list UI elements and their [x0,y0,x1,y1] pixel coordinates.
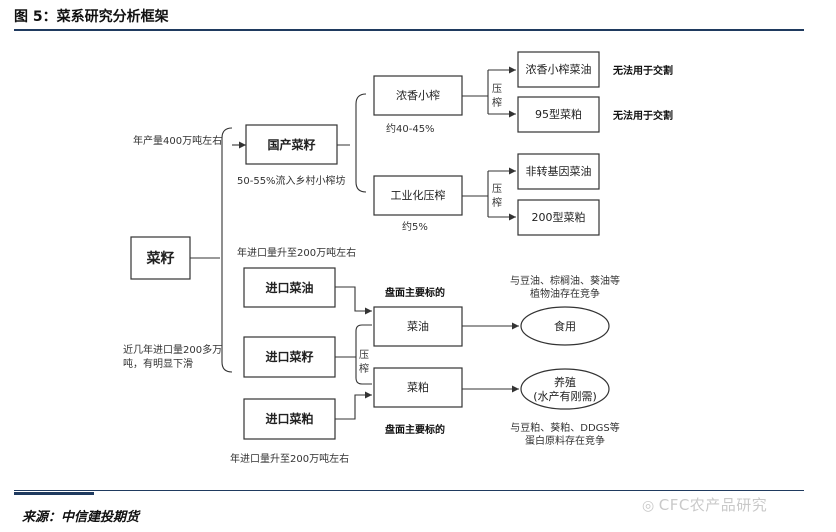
node-caizi-label: 菜籽 [146,250,175,267]
node-jinkou-caipo-label: 进口菜粕 [265,411,313,426]
label-annual-output: 年产量400万吨左右 [133,134,222,147]
label-compete-meal-2: 蛋白原料存在竞争 [525,434,605,447]
label-flow-rural: 50-55%流入乡村小榨坊 [237,174,346,187]
label-no-delivery-2: 无法用于交割 [612,109,673,122]
node-yangzhi: 养殖 (水产有刚需) [520,368,610,410]
node-caiyou: 菜油 [373,306,463,347]
node-nx-caiyou-label: 浓香小榨菜油 [526,62,592,76]
label-press-3: 压 [359,349,369,361]
label-import-rise: 年进口量升至200万吨左右 [237,246,356,259]
annotations: 年产量400万吨左右 50-55%流入乡村小榨坊 约40-45% 约5% 年进口… [123,64,673,465]
node-caipo-label: 菜粕 [407,380,429,394]
node-caipo: 菜粕 [373,367,463,408]
watermark: ◎CFC农产品研究 [642,494,767,515]
label-compete-meal-1: 与豆粕、葵粕、DDGS等 [510,421,620,434]
node-yangzhi-sub: (水产有刚需) [533,389,597,403]
node-caiyou-label: 菜油 [407,319,429,333]
node-gongye-label: 工业化压榨 [391,188,446,202]
node-jinkou-caizi-label: 进口菜籽 [265,349,313,364]
wechat-icon: ◎ [642,498,655,514]
label-pct-nx: 约40-45% [386,122,435,135]
edge-jkcz-bracket [335,324,372,385]
node-shiyong-label: 食用 [554,319,576,333]
label-no-delivery-1: 无法用于交割 [612,64,673,77]
node-caizi: 菜籽 [130,236,191,280]
node-jinkou-caiyou: 进口菜油 [243,267,336,308]
node-shiyong: 食用 [520,306,610,346]
edges [190,66,519,420]
edge-guochan-bracket [337,93,367,193]
label-pan-1: 盘面主要标的 [385,286,445,299]
bottom-divider [14,490,804,491]
node-caipo200: 200型菜粕 [517,199,600,236]
edge-jkcy-to-caiyou [335,286,372,315]
node-nongxiang: 浓香小榨 [373,75,463,116]
node-nongxiang-label: 浓香小榨 [396,88,440,102]
node-fzj-caiyou: 非转基因菜油 [517,153,600,190]
label-press-1b: 榨 [492,96,502,109]
node-guochan: 国产菜籽 [245,124,338,165]
watermark-text: CFC农产品研究 [658,496,768,514]
label-import-rise-2: 年进口量升至200万吨左右 [230,452,349,465]
edge-jkcp-to-caipo [335,391,372,420]
bottom-divider-accent [14,492,94,495]
node-caipo95: 95型菜粕 [517,96,600,133]
source-note: 来源：中信建投期货 [22,510,140,525]
node-fzj-caiyou-label: 非转基因菜油 [526,164,592,178]
label-press-2: 压 [492,183,502,195]
label-press-3b: 榨 [359,362,369,375]
label-pct-gy: 约5% [402,220,428,233]
node-jinkou-caiyou-label: 进口菜油 [265,280,313,295]
node-yangzhi-label: 养殖 [554,375,576,389]
label-press-1: 压 [492,83,502,95]
node-caipo200-label: 200型菜粕 [532,210,586,224]
label-press-2b: 榨 [492,196,502,209]
label-import-decline-1: 近几年进口量200多万 [123,343,222,356]
label-import-decline-2: 吨，有明显下滑 [123,357,193,370]
node-guochan-label: 国产菜籽 [267,137,315,152]
node-jinkou-caizi: 进口菜籽 [243,336,336,378]
top-divider [14,29,804,31]
node-nx-caiyou: 浓香小榨菜油 [517,51,600,88]
edge-caizi-bracket [190,127,233,373]
node-caipo95-label: 95型菜粕 [535,107,582,121]
label-compete-oil-1: 与豆油、棕榈油、葵油等 [510,274,620,287]
figure-title: 图 5：菜系研究分析框架 [14,9,169,25]
node-gongye: 工业化压榨 [373,175,463,216]
label-compete-oil-2: 植物油存在竞争 [530,287,600,300]
label-pan-2: 盘面主要标的 [385,423,445,436]
node-jinkou-caipo: 进口菜粕 [243,398,336,440]
